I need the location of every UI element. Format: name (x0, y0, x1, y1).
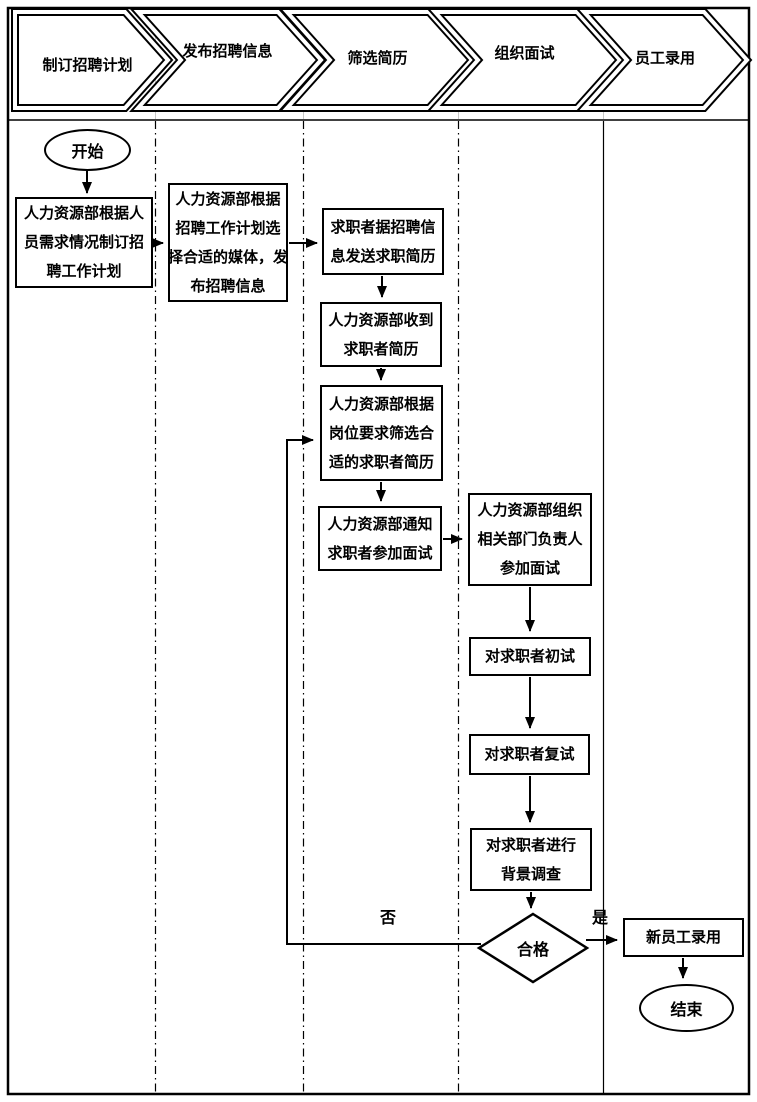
chevron-step-1 (11, 7, 174, 112)
process-box-plan: 人力资源部根据人 员需求情况制订招 聘工作计划 (15, 197, 153, 288)
chevron-step-4 (426, 7, 626, 112)
process-box-background-check-text: 对求职者进行 背景调查 (485, 836, 576, 883)
end-terminator: 结束 (639, 984, 734, 1032)
process-box-plan-text: 人力资源部根据人 员需求情况制订招 聘工作计划 (23, 205, 144, 280)
process-box-screen-resume-text: 人力资源部根据 岗位要求筛选合 适的求职者简历 (328, 395, 434, 471)
process-box-notify-interview: 人力资源部通知 求职者参加面试 (318, 506, 442, 571)
process-box-organize-interview-text: 人力资源部组织 相关部门负责人 参加面试 (477, 502, 583, 577)
branch-yes-label: 是 (591, 910, 608, 927)
process-box-publish: 人力资源部根据 招聘工作计划选 择合适的媒体，发 布招聘信息 (168, 183, 288, 302)
decision-diamond (476, 912, 590, 984)
decision-label: 合格 (516, 942, 549, 959)
flow-connectors (82, 171, 688, 979)
process-box-background-check: 对求职者进行 背景调查 (470, 828, 592, 891)
process-box-send-resume: 求职者据招聘信 息发送求职简历 (322, 208, 444, 275)
process-box-screen-resume: 人力资源部根据 岗位要求筛选合 适的求职者简历 (320, 385, 443, 481)
chevron-step-3 (278, 7, 478, 112)
header-chevrons (11, 7, 753, 112)
process-box-receive-resume: 人力资源部收到 求职者简历 (320, 302, 442, 367)
start-terminator: 开始 (44, 129, 131, 171)
branch-no-label: 否 (379, 910, 396, 927)
chevron-step-2 (129, 7, 327, 112)
process-box-hire: 新员工录用 (623, 918, 744, 957)
process-box-notify-interview-text: 人力资源部通知 求职者参加面试 (327, 515, 433, 562)
process-box-first-interview-text: 对求职者初试 (484, 648, 575, 665)
lane-dividers (154, 121, 605, 1093)
process-box-organize-interview: 人力资源部组织 相关部门负责人 参加面试 (468, 493, 592, 586)
process-box-receive-resume-text: 人力资源部收到 求职者简历 (328, 311, 434, 358)
process-box-first-interview: 对求职者初试 (469, 637, 591, 676)
process-box-send-resume-text: 求职者据招聘信 息发送求职简历 (330, 218, 436, 265)
process-box-second-interview: 对求职者复试 (469, 734, 590, 775)
process-box-hire-text: 新员工录用 (645, 929, 721, 946)
connector-decision-no-feedback (286, 435, 481, 945)
chevron-step-5 (575, 7, 753, 112)
process-box-second-interview-text: 对求职者复试 (484, 746, 575, 763)
process-box-publish-text: 人力资源部根据 招聘工作计划选 择合适的媒体，发 布招聘信息 (168, 190, 289, 295)
